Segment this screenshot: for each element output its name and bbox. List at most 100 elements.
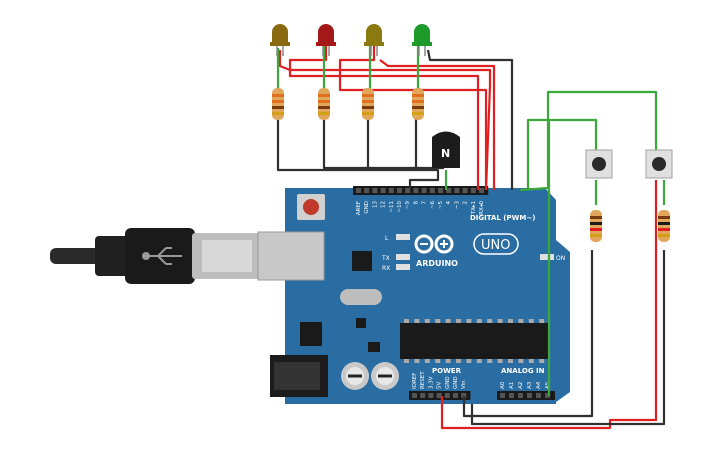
chip-pin <box>487 359 493 363</box>
on-led <box>540 254 554 260</box>
usb-icon <box>142 247 182 265</box>
power-pin[interactable] <box>444 393 450 398</box>
capacitor <box>371 362 399 390</box>
chip-pin <box>456 359 461 363</box>
usb-chip <box>352 251 372 271</box>
l-led-label: L <box>385 235 389 242</box>
wire-black-emitter[interactable] <box>276 118 440 188</box>
chip-pin <box>508 319 513 323</box>
digital-pin-header <box>353 186 489 195</box>
led-resistor[interactable] <box>272 88 284 120</box>
power-pin[interactable] <box>453 393 458 398</box>
led[interactable] <box>316 24 336 56</box>
power-pin-label: Vin <box>461 380 467 389</box>
digital-pin[interactable] <box>372 188 378 193</box>
l-led <box>396 234 410 240</box>
digital-pin-label: 4 <box>446 201 452 205</box>
power-pin[interactable] <box>461 393 467 398</box>
digital-pin[interactable] <box>446 188 452 193</box>
reset-button[interactable] <box>297 194 325 220</box>
digital-pin[interactable] <box>462 188 468 193</box>
power-pin-label: GND <box>453 376 459 389</box>
led[interactable] <box>412 24 432 56</box>
wire-red-led2[interactable] <box>288 46 480 190</box>
digital-pin[interactable] <box>405 188 411 193</box>
analog-pin-label: A4 <box>536 381 542 389</box>
digital-pin-label: TX▸1 <box>471 201 477 215</box>
digital-pin[interactable] <box>380 188 386 193</box>
digital-pin-label: AREF <box>356 201 362 215</box>
power-pin[interactable] <box>412 393 417 398</box>
push-button-1[interactable] <box>585 149 613 179</box>
resistor-group <box>272 88 424 120</box>
led-resistor[interactable] <box>318 88 330 120</box>
chip-pin <box>445 319 451 323</box>
push-button-2[interactable] <box>645 149 673 179</box>
wire-green-button2[interactable] <box>519 90 658 192</box>
digital-pin[interactable] <box>388 188 394 193</box>
power-pin-label: GND <box>445 376 451 389</box>
analog-pin[interactable] <box>509 393 514 398</box>
atmega-chip <box>400 319 550 363</box>
digital-pin-label: ~6 <box>430 201 436 210</box>
analog-pin[interactable] <box>536 393 541 398</box>
analog-pin-label: A2 <box>518 382 524 389</box>
power-pin-label: IOREF <box>412 373 418 389</box>
analog-pin[interactable] <box>527 393 532 398</box>
chip-pin <box>487 319 493 323</box>
analog-pin[interactable] <box>518 393 523 398</box>
digital-pin-label: GND <box>364 201 370 214</box>
wire-red-led3[interactable] <box>338 46 488 190</box>
chip-pin <box>518 319 524 323</box>
wire-black-gnd[interactable] <box>426 49 514 190</box>
digital-pin[interactable] <box>356 188 361 193</box>
header-strip <box>353 186 489 195</box>
npn-transistor[interactable]: N <box>432 131 460 169</box>
wire-red-led4[interactable] <box>379 59 496 190</box>
analog-pin[interactable] <box>545 393 550 398</box>
tx-led <box>396 254 410 260</box>
digital-pin[interactable] <box>413 188 419 193</box>
button-resistor-1[interactable] <box>590 210 602 242</box>
digital-pin[interactable] <box>397 188 402 193</box>
header-strip <box>497 391 555 400</box>
arduino-logo-icon <box>414 234 454 254</box>
chip-pin <box>466 359 472 363</box>
digital-pin[interactable] <box>479 188 484 193</box>
analog-pin[interactable] <box>500 393 505 398</box>
digital-pin[interactable] <box>421 188 427 193</box>
wire-black-gnd-bottom[interactable] <box>462 250 594 418</box>
digital-pin[interactable] <box>438 188 443 193</box>
chip-pin <box>404 359 409 363</box>
led-resistor[interactable] <box>412 88 424 120</box>
chip-pin <box>424 359 430 363</box>
led-resistor[interactable] <box>362 88 374 120</box>
digital-pin[interactable] <box>454 188 460 193</box>
power-pin-label: 5V <box>437 382 443 389</box>
rx-led-label: RX <box>382 265 390 272</box>
digital-pin[interactable] <box>364 188 370 193</box>
wire-green-button1[interactable] <box>526 118 598 190</box>
power-pin[interactable] <box>436 393 442 398</box>
power-pin[interactable] <box>420 393 426 398</box>
digital-pin[interactable] <box>429 188 435 193</box>
button-resistor-2[interactable] <box>658 210 670 242</box>
wire-black-bus[interactable] <box>322 118 444 170</box>
digital-pin[interactable] <box>470 188 476 193</box>
wire-red-led1[interactable] <box>278 50 492 191</box>
digital-pin-label: 13 <box>372 201 378 208</box>
chip-pin <box>539 359 545 363</box>
led[interactable] <box>364 24 384 56</box>
digital-pin-label: ~3 <box>454 201 460 210</box>
power-pin[interactable] <box>428 393 434 398</box>
usb-cable[interactable] <box>50 228 262 284</box>
capacitor <box>341 362 369 390</box>
wire-black-gnd-bottom2[interactable] <box>470 250 666 426</box>
digital-pin-label: 7 <box>422 201 428 205</box>
chip-pin <box>414 319 420 323</box>
analog-pin-header <box>497 391 555 400</box>
led[interactable] <box>270 24 290 56</box>
led-group <box>270 24 432 56</box>
